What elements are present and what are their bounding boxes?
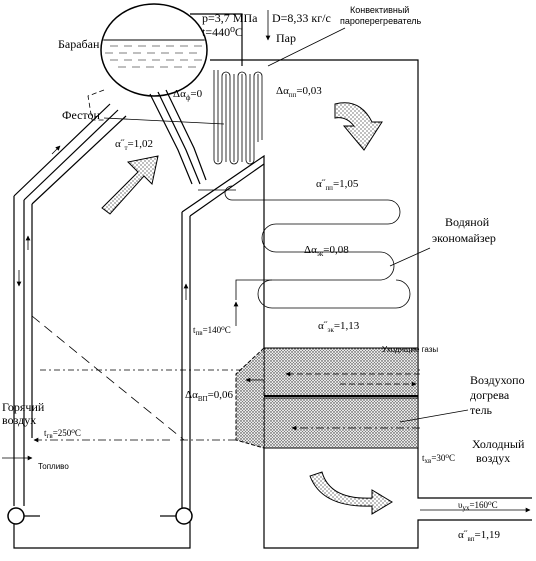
air-heater-label-line3: тель	[470, 403, 493, 417]
hot-air-label-line2: воздух	[2, 413, 36, 427]
gas-flow-arrow-top	[334, 102, 383, 151]
boiler-walls	[13, 59, 532, 549]
alpha-after-economizer: α˝эк=1,13	[318, 320, 360, 334]
cold-air-label-line1: Холодный	[472, 437, 525, 451]
pressure-label: p=3,7 МПа	[202, 11, 258, 25]
exit-alpha: α˝вп=1,19	[458, 529, 500, 543]
superheater-label-line2: пароперегреватель	[340, 16, 422, 26]
steam-pipe	[190, 13, 243, 66]
furnace-alpha: α˝т=1,02	[115, 138, 153, 152]
temperature-label: t=440⁰С	[202, 25, 243, 39]
furnace-dashed-line	[31, 315, 185, 441]
flue-gases-label: Уходящие газы	[382, 345, 438, 354]
superheater-delta-alpha: Δαпп=0,03	[276, 85, 322, 99]
festoon-label: Фестон	[62, 108, 101, 122]
gas-flow-arrow-bottom	[309, 471, 393, 515]
superheater-label-line1: Конвективный	[350, 5, 409, 15]
flame-arrow	[101, 155, 159, 215]
air-heater-delta-alpha: ΔαВП=0,06	[185, 389, 234, 403]
economizer-label-line2: экономайзер	[432, 231, 496, 245]
economizer-delta-alpha: Δαэк=0,08	[304, 244, 349, 258]
air-heater-label-line1: Воздухопо	[470, 373, 525, 387]
feedwater-temp: tпв=140⁰С	[193, 325, 231, 337]
flow-label: D=8,33 кг/с	[272, 11, 331, 25]
festoon-leader	[103, 117, 225, 125]
drum	[100, 3, 208, 97]
lower-header-right	[175, 507, 193, 525]
front-wall-flow-arrow	[51, 145, 61, 155]
drum-water-level	[102, 39, 206, 68]
air-heater-label-line2: догрева	[470, 388, 510, 402]
cold-air-label-line2: воздух	[476, 451, 510, 465]
lower-header-left	[7, 507, 25, 525]
festoon-tubes	[149, 89, 207, 185]
steam-label: Пар	[276, 31, 296, 45]
cold-air-temp: tхв=30⁰С	[422, 453, 455, 465]
exit-temp: υух=160⁰С	[458, 500, 498, 512]
air-heater	[235, 346, 419, 449]
economizer-leader	[389, 247, 431, 267]
hot-air-temp: tгв=250⁰С	[44, 428, 81, 440]
drum-label: Барабан	[58, 37, 100, 51]
alpha-after-superheater: α˝пп=1,05	[316, 178, 359, 192]
superheater-coils	[213, 70, 263, 165]
dashed-downcomer-top	[87, 89, 108, 121]
air-heater-leader	[399, 409, 469, 423]
economizer-coil	[224, 185, 411, 309]
hot-air-label-line1: Горячий	[2, 400, 45, 414]
festoon-delta-alpha: Δαф=0	[173, 88, 203, 102]
economizer-label-line1: Водяной	[445, 215, 490, 229]
fuel-label: Топливо	[38, 462, 69, 471]
